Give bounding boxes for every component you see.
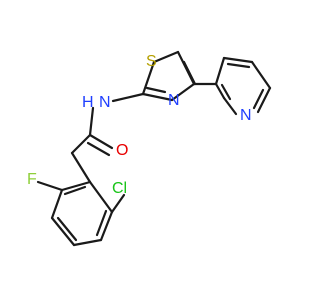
bond-py-6-1 bbox=[214, 82, 226, 100]
bond-py-1-2 bbox=[214, 56, 226, 86]
bond-co-o-double bbox=[86, 141, 111, 157]
bond-bz-1-2 bbox=[60, 180, 92, 192]
bond-c2-s1 bbox=[141, 60, 156, 96]
bond-py-2-3 bbox=[222, 56, 254, 64]
bond-bz-1-2-double bbox=[63, 185, 87, 196]
atom-chlorine: Cl bbox=[112, 180, 127, 197]
bond-n3-c2 bbox=[141, 92, 174, 102]
atom-oxygen: O bbox=[116, 142, 128, 159]
atom-nitrogen-amide: N bbox=[99, 94, 111, 111]
bond-py-3-4 bbox=[250, 60, 272, 90]
bond-c2-nh bbox=[111, 92, 145, 103]
bond-py-4-n bbox=[256, 86, 272, 114]
bond-bz-3-4-double bbox=[56, 216, 78, 242]
bond-py-2-3-double bbox=[226, 62, 251, 69]
bond-co-o bbox=[88, 133, 114, 150]
bond-c5-c4-double bbox=[182, 60, 197, 86]
bond-c4-n3 bbox=[170, 82, 196, 102]
bond-co-ch2 bbox=[70, 133, 92, 155]
atom-nitrogen-thiazole: N bbox=[168, 92, 180, 109]
atom-fluorine: F bbox=[27, 171, 37, 188]
bond-py-n-6 bbox=[222, 96, 238, 116]
atom-hydrogen-amide: H bbox=[82, 94, 94, 111]
atom-layer: S N N H N O Cl F bbox=[27, 53, 252, 197]
bond-n3-c2-double bbox=[145, 86, 167, 94]
bond-ch2-ring bbox=[70, 151, 92, 184]
bond-s1-c5 bbox=[152, 50, 180, 64]
atom-nitrogen-pyridine: N bbox=[240, 107, 252, 124]
bond-bz-cl bbox=[110, 193, 126, 214]
molecule-diagram: S N N H N O Cl F bbox=[27, 50, 272, 247]
bond-bz-6-1 bbox=[88, 180, 114, 214]
bond-bz-4-5 bbox=[72, 238, 103, 247]
bond-py-6-1-double bbox=[220, 83, 232, 101]
bond-bz-f bbox=[36, 180, 64, 192]
atom-sulfur: S bbox=[146, 53, 157, 70]
bond-bz-2-3 bbox=[50, 188, 64, 220]
bond-bz-5-6 bbox=[99, 210, 114, 242]
bond-py-4-n-double bbox=[252, 88, 265, 110]
bond-layer bbox=[36, 50, 272, 247]
bond-bz-5-6-double bbox=[95, 209, 108, 237]
bond-nh-co bbox=[88, 106, 95, 137]
bond-bz-3-4 bbox=[50, 216, 76, 247]
